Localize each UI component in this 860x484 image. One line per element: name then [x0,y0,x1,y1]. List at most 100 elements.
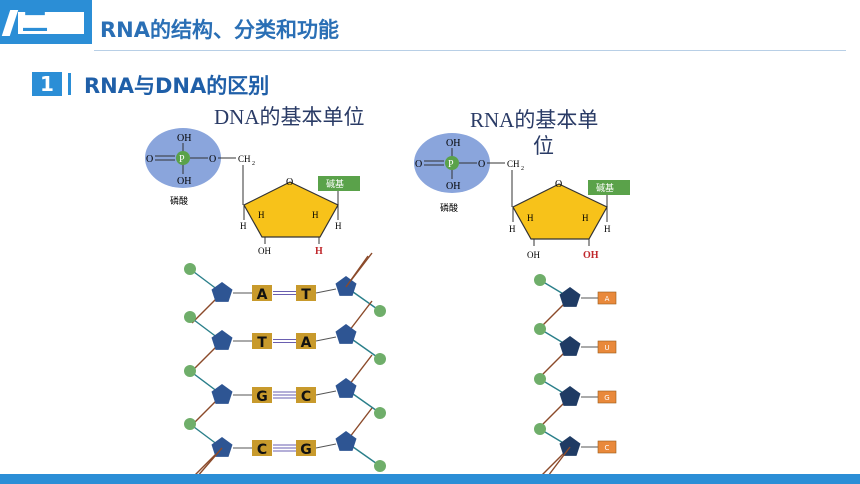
dna-h-bottom: H [315,246,323,257]
dna-ch2-sub: 2 [252,161,255,167]
left-phosphate-ball [184,418,196,430]
rna-unit-caption-line2: 位 [533,134,554,158]
rna-strand-end [547,446,571,477]
left-base-letter: A [257,287,268,303]
section-bar [68,73,71,95]
rna-sugar-ring [512,183,608,240]
left-deoxyribose [211,437,233,457]
dna-base-box [318,176,360,191]
dna-h-right: H [312,210,319,220]
dna-ring-o: O [286,177,293,188]
right-deoxyribose [335,431,357,451]
rna-ch2-sub: 2 [521,166,524,172]
left-deoxyribose [211,282,233,302]
rna-base-letter: G [604,394,609,402]
right-phosphate-ball [374,407,386,419]
page-title: RNA的结构、分类和功能 [100,18,339,42]
rna-h-right2: H [604,224,611,234]
rna-base-tile [597,440,617,454]
right-base-tile [296,387,316,403]
bottom-strand-end [195,447,223,479]
rna-unit-caption-line1: RNA的基本单 [470,108,599,132]
rna-phosphate-label: 磷酸 [440,202,458,213]
rna-phosphate-ball [534,423,546,435]
right-deoxyribose [335,378,357,398]
dna-o-left: O [146,154,153,165]
right-base-letter: T [301,287,311,303]
left-base-letter: C [257,442,267,458]
right-base-letter: C [301,389,311,405]
left-phosphate-ball [184,311,196,323]
dna-h-left: H [258,210,265,220]
dna-h-left2: H [240,221,247,231]
base-link [315,390,337,396]
dna-p-circle [176,151,190,165]
dna-sugar-ring [243,181,339,238]
left-deoxyribose [211,330,233,350]
left-phosphate-ball [184,263,196,275]
header-divider [94,50,846,51]
left-base-tile [252,387,272,403]
rna-ch2: CH [507,159,520,169]
right-phosphate-ball [374,305,386,317]
rna-ring-o: O [555,179,562,190]
right-base-letter: A [301,335,312,351]
base-link [315,336,337,342]
dna-phosphate-label: 磷酸 [170,195,188,206]
rna-base-letter: U [604,344,609,352]
rna-base-tile [597,390,617,404]
section-number: 1 [32,72,62,96]
rna-p-label: P [448,159,454,170]
right-base-tile [296,333,316,349]
left-base-letter: T [257,335,267,351]
rna-p-circle [445,156,459,170]
dna-ch2: CH [238,154,251,164]
right-phosphate-ball [374,353,386,365]
dna-phosphate-oh-bottom: OH [177,176,191,187]
right-base-letter: G [300,442,312,458]
right-phosphate-ball [374,460,386,472]
right-base-tile [296,285,316,301]
dna-base-label: 碱基 [326,178,344,190]
rna-phosphate-ball [534,373,546,385]
dna-nucleotide: OH P OH O O CH 2 磷酸 O 碱基 H H H H OH H [145,128,360,257]
rna-base-letter: C [605,444,610,452]
base-link [315,288,337,294]
rna-h-left2: H [509,224,516,234]
rna-nucleotide: OH P OH O O CH 2 磷酸 O 碱基 H H H H OH OH [414,133,630,261]
rna-phosphate-ball [534,323,546,335]
rna-base-tile [597,340,617,354]
left-base-letter: G [256,389,268,405]
rna-ribose [559,386,581,406]
rna-o-left: O [415,159,422,170]
left-base-tile [252,285,272,301]
rna-phosphate-oh-top: OH [446,138,460,149]
rna-ribose [559,436,581,456]
rna-ribose [559,287,581,307]
dna-h-right2: H [335,221,342,231]
rna-base-letter: A [605,295,610,303]
rna-o-right: O [478,159,485,170]
badge-number: 二 [22,8,49,38]
badge-inner [18,12,84,34]
rna-base-label: 碱基 [596,182,614,194]
left-base-tile [252,440,272,456]
dna-p-label: P [179,154,185,165]
rna-ribose [559,336,581,356]
header-badge: 二 [0,0,92,44]
left-phosphate-ball [184,365,196,377]
left-deoxyribose [211,384,233,404]
section-title: RNA与DNA的区别 [84,74,270,98]
rna-oh-bottom: OH [527,250,540,260]
rna-phosphate-ball [534,274,546,286]
left-base-tile [252,333,272,349]
footer-bar [0,474,860,484]
rna-base-tile [597,291,617,305]
dna-double-strand: A T T A G C C G [184,252,386,479]
dna-unit-caption: DNA的基本单位 [214,105,365,129]
rna-oh-bottom2: OH [583,250,599,261]
top-strand-end [345,255,369,288]
base-link [315,443,337,449]
dna-phosphate-oh-top: OH [177,133,191,144]
